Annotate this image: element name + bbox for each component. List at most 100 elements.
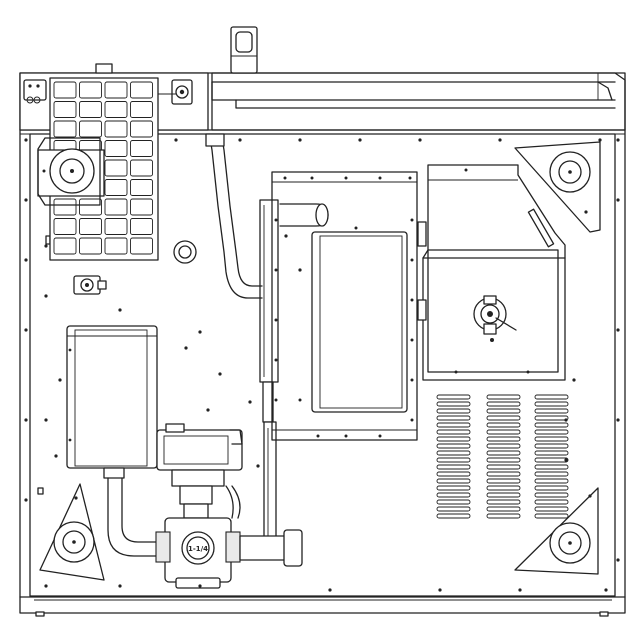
housing-screw bbox=[24, 498, 27, 501]
louver-slot bbox=[535, 437, 568, 441]
vent-louvers bbox=[437, 395, 568, 518]
housing-screw bbox=[616, 558, 619, 561]
control-module bbox=[67, 326, 157, 478]
louver-slot bbox=[535, 430, 568, 434]
housing-screw bbox=[118, 584, 121, 587]
housing-screw bbox=[564, 418, 567, 421]
housing-screw bbox=[198, 330, 201, 333]
panel-screw bbox=[411, 259, 414, 262]
housing-screw bbox=[616, 138, 619, 141]
panel-screw bbox=[299, 399, 302, 402]
housing-screw bbox=[616, 418, 619, 421]
louver-slot bbox=[437, 423, 470, 427]
louver-slot bbox=[535, 416, 568, 420]
panel-screw bbox=[355, 227, 358, 230]
housing-screw bbox=[616, 328, 619, 331]
housing-screw bbox=[58, 378, 61, 381]
louver-slot bbox=[487, 409, 520, 413]
louver-slot bbox=[487, 500, 520, 504]
corner-mount-bottom-left bbox=[40, 484, 104, 580]
louver-slot bbox=[487, 514, 520, 518]
louver-slot bbox=[487, 493, 520, 497]
housing-screw bbox=[184, 346, 187, 349]
housing-screw bbox=[118, 308, 121, 311]
valve-size-label: 1-1/4 bbox=[188, 545, 208, 553]
louver-slot bbox=[487, 437, 520, 441]
housing-screw bbox=[598, 138, 601, 141]
louver-slot bbox=[535, 402, 568, 406]
housing-screw bbox=[328, 588, 331, 591]
louver-slot bbox=[487, 465, 520, 469]
panel-screw bbox=[345, 177, 348, 180]
louver-slot bbox=[437, 458, 470, 462]
panel-screw bbox=[411, 379, 414, 382]
housing-screw bbox=[284, 234, 287, 237]
louver-slot bbox=[437, 395, 470, 399]
louver-slot bbox=[437, 472, 470, 476]
louver-slot bbox=[437, 402, 470, 406]
panel-screw bbox=[311, 177, 314, 180]
small-pipe-fitting bbox=[74, 276, 106, 294]
housing-screw bbox=[44, 244, 47, 247]
louver-slot bbox=[487, 486, 520, 490]
hex-nut-fitting bbox=[174, 241, 196, 263]
louver-slot bbox=[437, 430, 470, 434]
housing-screw bbox=[174, 138, 177, 141]
louver-slot bbox=[487, 402, 520, 406]
louver-slot bbox=[535, 409, 568, 413]
louver-slot bbox=[487, 430, 520, 434]
panel-screw bbox=[275, 319, 278, 322]
louver-slot bbox=[535, 507, 568, 511]
panel-screw bbox=[411, 299, 414, 302]
panel-screw bbox=[275, 359, 278, 362]
housing-screw bbox=[24, 328, 27, 331]
louver-slot bbox=[535, 486, 568, 490]
housing-screw bbox=[298, 138, 301, 141]
panel-screw bbox=[409, 177, 412, 180]
panel-screw bbox=[275, 219, 278, 222]
vertical-heating-rod bbox=[260, 200, 278, 542]
housing-screw bbox=[518, 588, 521, 591]
louver-slot bbox=[437, 514, 470, 518]
panel-screw bbox=[379, 177, 382, 180]
panel-screw bbox=[275, 269, 278, 272]
louver-slot bbox=[437, 486, 470, 490]
louver-slot bbox=[535, 479, 568, 483]
louver-slot bbox=[535, 444, 568, 448]
panel-screw bbox=[411, 339, 414, 342]
housing-screw bbox=[44, 294, 47, 297]
louver-slot bbox=[437, 507, 470, 511]
housing-screw bbox=[218, 372, 221, 375]
louver-slot bbox=[487, 451, 520, 455]
panel-screw bbox=[411, 419, 414, 422]
housing-screw bbox=[44, 584, 47, 587]
panel-screw bbox=[317, 435, 320, 438]
louver-slot bbox=[487, 423, 520, 427]
corner-mount-top-right bbox=[515, 142, 600, 232]
housing-screw bbox=[358, 138, 361, 141]
housing-screw bbox=[248, 400, 251, 403]
housing-screw bbox=[44, 418, 47, 421]
louver-slot bbox=[535, 472, 568, 476]
louver-slot bbox=[535, 458, 568, 462]
housing-screw bbox=[572, 378, 575, 381]
housing-screw bbox=[438, 588, 441, 591]
louver-slot bbox=[437, 500, 470, 504]
housing-screw bbox=[298, 268, 301, 271]
louver-slot bbox=[535, 493, 568, 497]
louver-slot bbox=[535, 514, 568, 518]
louver-slot bbox=[437, 416, 470, 420]
housing-screw bbox=[604, 588, 607, 591]
burner-fan-assembly bbox=[418, 165, 565, 380]
louver-slot bbox=[437, 437, 470, 441]
panel-screw bbox=[379, 435, 382, 438]
panel-screw bbox=[345, 435, 348, 438]
louver-slot bbox=[437, 493, 470, 497]
housing-screw bbox=[616, 198, 619, 201]
louver-slot bbox=[487, 479, 520, 483]
panel-screw bbox=[411, 219, 414, 222]
housing-screw bbox=[238, 138, 241, 141]
louver-slot bbox=[437, 451, 470, 455]
housing-screw bbox=[418, 138, 421, 141]
housing-screw bbox=[256, 464, 259, 467]
